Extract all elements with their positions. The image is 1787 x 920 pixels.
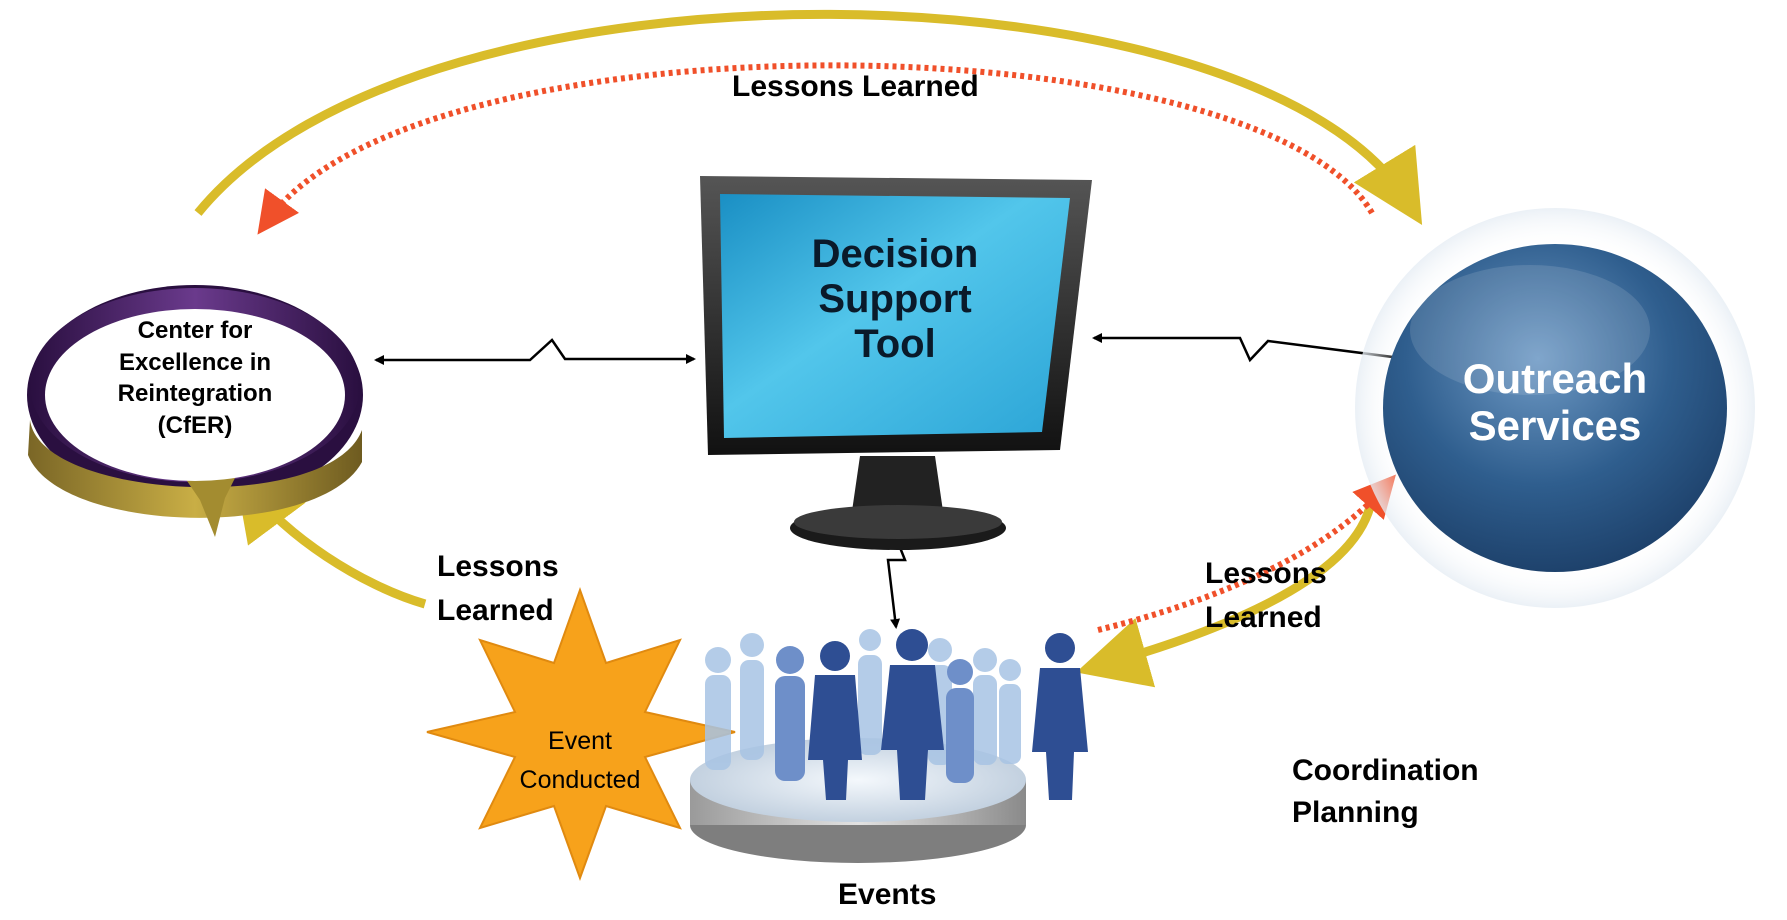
right-lessons-learned-label: Lessons Learned (1205, 557, 1327, 634)
outreach-services-circle (1355, 208, 1755, 608)
left-lessons-learned-label: Lessons Learned (437, 550, 559, 627)
gold-arrow-outreach-to-events (1076, 496, 1377, 688)
gold-arrow-cfer-to-outreach (194, 9, 1423, 225)
outreach-services-label: Outreach Services (1462, 355, 1648, 450)
event-conducted-label: Event Conducted (519, 727, 641, 794)
top-lessons-learned-label: Lessons Learned (732, 70, 979, 103)
link-tool-outreach (1092, 333, 1418, 364)
cfer-label: Center for Excellence in Reintegration (… (117, 317, 273, 440)
events-label: Events (838, 878, 937, 911)
coordination-planning-label: Coordination Planning (1292, 754, 1479, 829)
link-cfer-tool (374, 338, 696, 365)
decision-support-tool-label: Decision Support Tool (811, 232, 979, 366)
cfer-circular-arrow-icon (27, 285, 363, 537)
red-dotted-arrow-events-to-outreach (1097, 474, 1396, 633)
monitor-icon (700, 176, 1092, 550)
events-crowd-icon (690, 629, 1088, 863)
red-dotted-arrow-outreach-to-cfer (257, 62, 1375, 235)
event-conducted-star (426, 587, 736, 881)
